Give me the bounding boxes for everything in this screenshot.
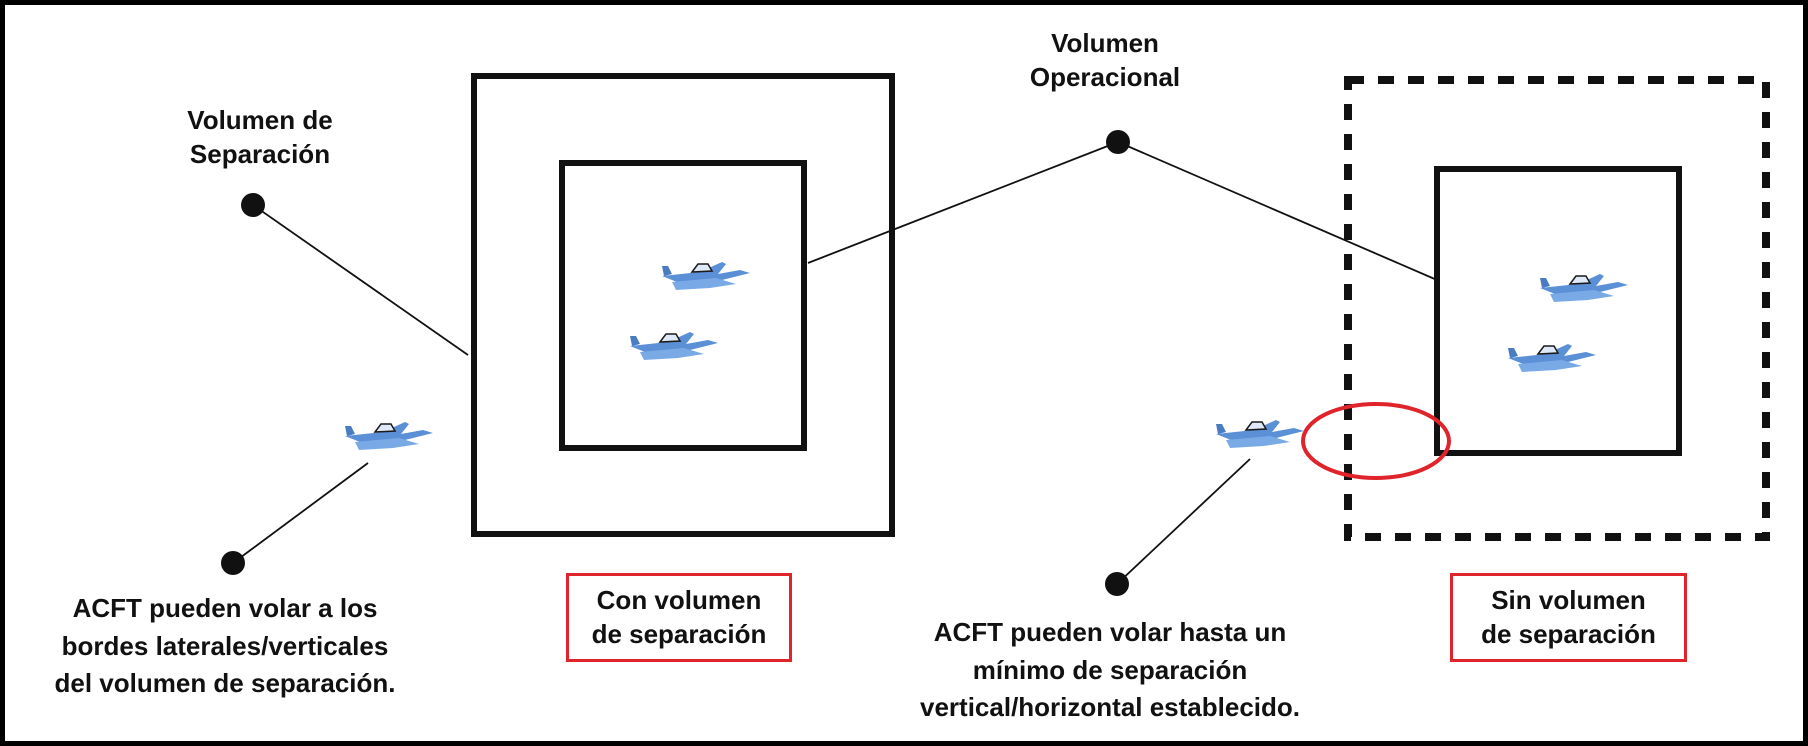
aircraft-icon bbox=[629, 331, 719, 361]
outer-separation-volume-box bbox=[471, 73, 895, 537]
callout-dot-acft-minimo bbox=[1105, 572, 1129, 596]
leader-line-acft-minimo bbox=[1116, 458, 1251, 585]
aircraft-icon bbox=[1539, 273, 1629, 303]
inner-operational-volume-box-left bbox=[559, 160, 807, 451]
label-con-volumen: Con volumen de separación bbox=[566, 573, 792, 662]
label-volumen-separacion: Volumen de Separación bbox=[187, 105, 333, 169]
dashed-no-separation-box bbox=[1344, 76, 1770, 541]
callout-dot-acft-bordes bbox=[221, 551, 245, 575]
aircraft-icon bbox=[1215, 419, 1305, 449]
label-volumen-operacional: Volumen Operacional bbox=[1029, 28, 1181, 92]
aircraft-icon bbox=[661, 261, 751, 291]
callout-dot-separation bbox=[241, 193, 265, 217]
leader-line-operational-right bbox=[1117, 141, 1438, 281]
label-acft-bordes: ACFT pueden volar a los bordes laterales… bbox=[54, 593, 396, 699]
leader-line-operational-left bbox=[807, 141, 1119, 264]
inner-operational-volume-box-right bbox=[1434, 166, 1682, 456]
aircraft-icon bbox=[344, 421, 434, 451]
label-sin-volumen: Sin volumen de separación bbox=[1450, 573, 1687, 662]
leader-line-separation bbox=[252, 204, 469, 356]
callout-dot-operational bbox=[1106, 130, 1130, 154]
leader-line-acft-bordes bbox=[232, 462, 369, 564]
aircraft-icon bbox=[1507, 343, 1597, 373]
label-acft-minimo: ACFT pueden volar hasta un mínimo de sep… bbox=[920, 617, 1300, 723]
minimum-separation-highlight bbox=[1301, 402, 1451, 480]
